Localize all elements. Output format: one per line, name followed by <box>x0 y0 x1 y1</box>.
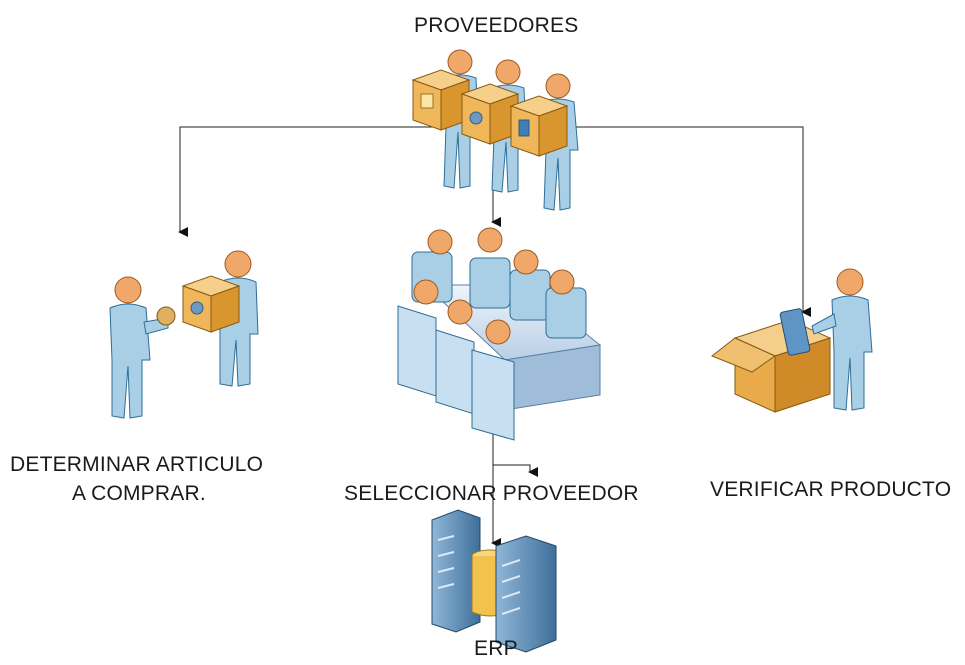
proveedores-label: PROVEEDORES <box>414 14 579 37</box>
connector-to-determinar <box>178 126 455 237</box>
seleccionar-label: SELECCIONAR PROVEEDOR <box>344 482 639 505</box>
meeting-icon <box>397 227 602 441</box>
verificar-label: VERIFICAR PRODUCTO <box>710 478 952 501</box>
erp-server-icon <box>431 509 557 653</box>
determinar-label-line2: A COMPRAR. <box>72 482 206 505</box>
connectors <box>178 126 811 548</box>
connector-to-verificar <box>575 126 811 317</box>
suppliers-icon <box>411 49 579 211</box>
purchase-exchange-icon <box>109 250 259 419</box>
verify-product-icon <box>711 268 873 413</box>
determinar-label-line1: DETERMINAR ARTICULO <box>10 453 264 476</box>
connector-stub <box>493 464 538 477</box>
erp-label: ERP <box>474 637 518 660</box>
